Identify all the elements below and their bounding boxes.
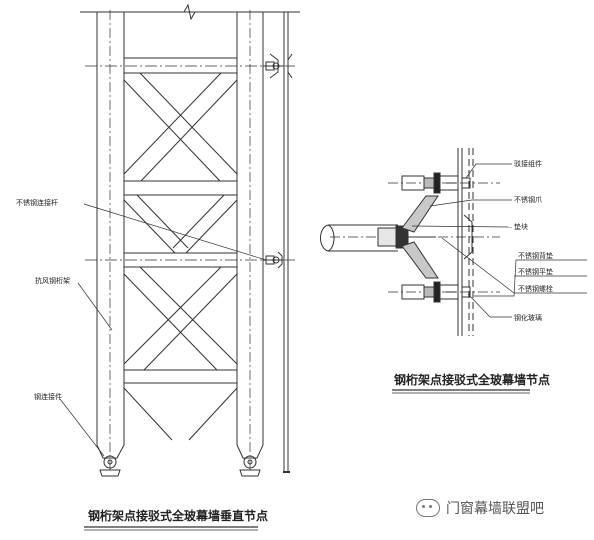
leader-lines-left: [59, 203, 267, 457]
label-stainless-claw: 不锈钢爪: [514, 195, 542, 204]
label-stainless-bolt: 不锈钢螺栓: [518, 284, 553, 293]
label-spider-assembly: 驳接组件: [514, 159, 542, 168]
spider-fitting-upper: [263, 53, 293, 79]
label-stainless-rod: 不锈钢连接杆: [16, 198, 58, 207]
label-stainless-pad: 不锈钢背垫: [518, 251, 553, 260]
watermark-text: 门窗幕墙联盟吧: [446, 501, 544, 517]
title-node-detail: 钢桁架点接驳式全玻幕墙节点: [394, 372, 550, 387]
steel-truss: [80, 3, 300, 477]
leader-lines-right: [411, 163, 587, 318]
label-tempered-glass: 钢化玻璃: [514, 313, 542, 322]
spider-fitting-lower: [263, 251, 284, 269]
watermark: 门窗幕墙联盟吧: [416, 498, 544, 518]
node-detail: [320, 148, 500, 336]
wechat-icon: [416, 499, 440, 517]
label-stainless-flat: 不锈钢平垫: [518, 267, 553, 276]
glass-panel: [283, 12, 290, 473]
label-washer: 垫块: [514, 222, 528, 231]
label-connector: 钢连接件: [34, 392, 62, 401]
label-wind-truss: 抗风钢桁架: [35, 276, 70, 285]
title-vertical-node: 钢桁架点接驳式全玻幕墙垂直节点: [88, 508, 268, 523]
